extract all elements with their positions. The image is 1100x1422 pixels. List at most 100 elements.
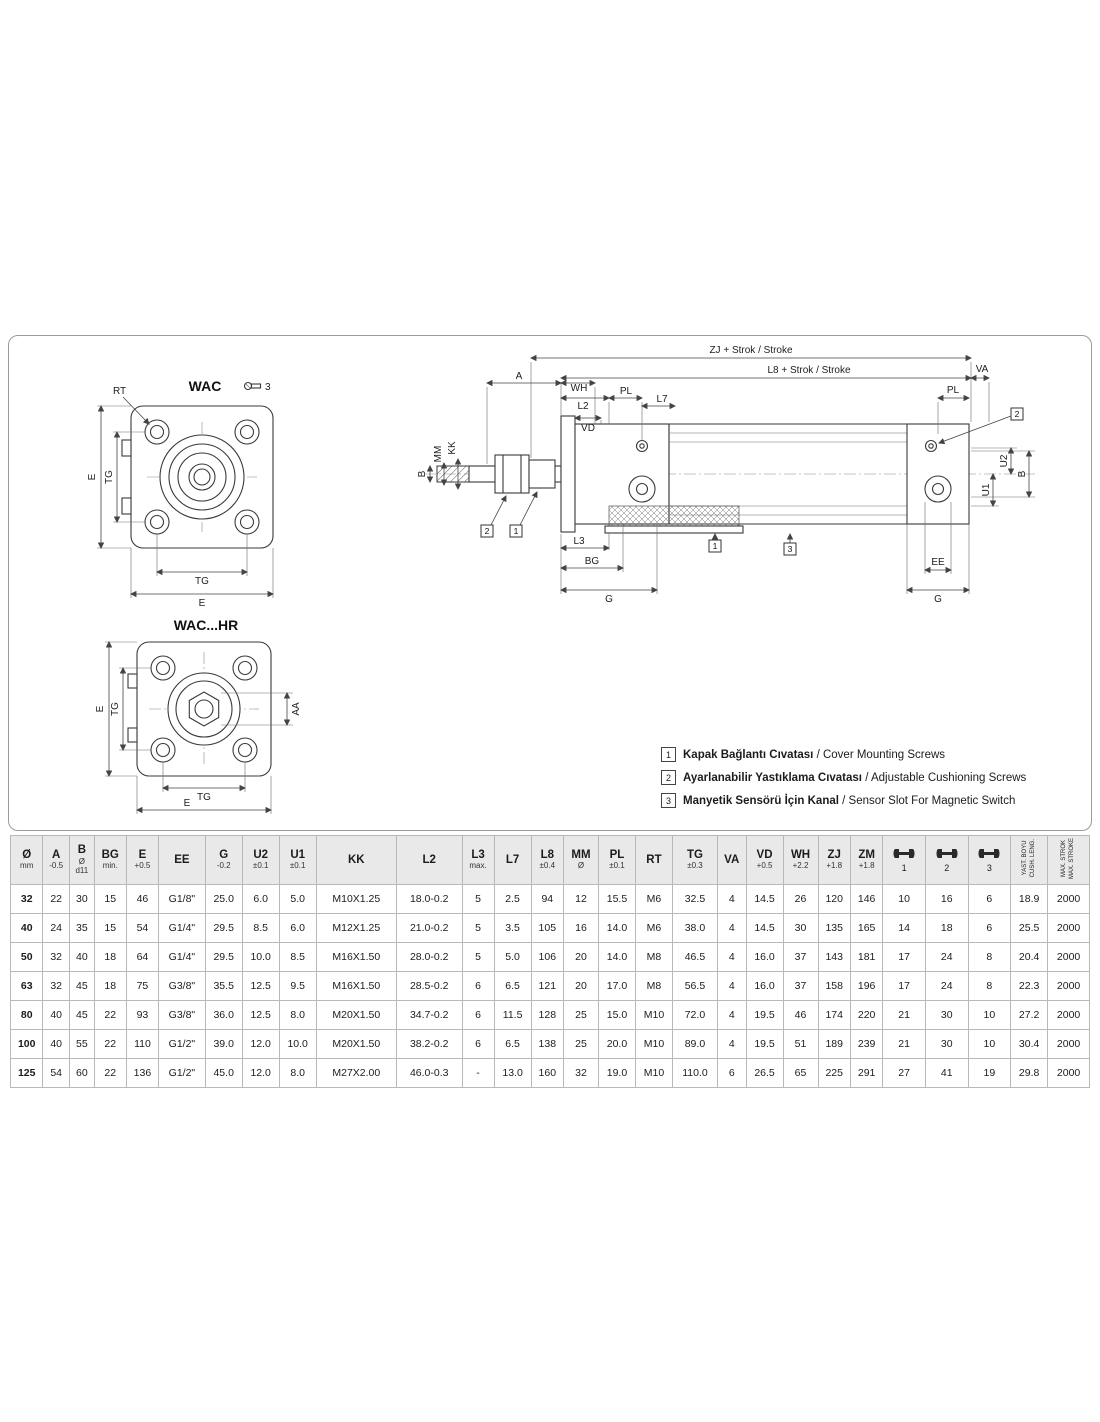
column-header-zj: ZJ+1.8 [817, 834, 851, 886]
table-cell: 27.2 [1010, 1000, 1049, 1031]
table-cell: 143 [817, 942, 851, 973]
mounting-bolts [144, 419, 260, 535]
table-cell: 10.0 [278, 1029, 317, 1060]
table-cell: 110.0 [671, 1058, 718, 1089]
marker-1-rod: 1 [509, 491, 538, 538]
table-cell: 46.0-0.3 [395, 1058, 463, 1089]
table-cell: 5 [461, 884, 495, 915]
legend-label: Kapak Bağlantı Cıvatası / Cover Mounting… [683, 748, 946, 761]
column-header-e: E+0.5 [125, 834, 160, 886]
table-cell: 75 [125, 971, 160, 1002]
table-cell: 25.5 [1010, 913, 1049, 944]
u1-label: U1 [981, 483, 992, 496]
table-cell: 50 [9, 942, 44, 973]
table-cell: 16 [563, 913, 599, 944]
column-header-l2: L2 [395, 834, 463, 886]
table-cell: 24 [42, 913, 70, 944]
rt-label: RT [113, 386, 126, 397]
table-cell: 56.5 [671, 971, 718, 1002]
wrench-icon [978, 848, 1000, 858]
table-cell: 19.0 [597, 1058, 636, 1089]
column-header-kk: KK [315, 834, 397, 886]
column-header-a: A-0.5 [42, 834, 70, 886]
table-cell: 22 [93, 1000, 127, 1031]
l3-label: L3 [573, 536, 585, 547]
tg-dim-label: TG [195, 576, 209, 587]
table-cell: 14.5 [745, 913, 784, 944]
table-cell: G1/2" [158, 1058, 206, 1089]
g-label: G [605, 594, 613, 605]
front-cushion-screw [635, 439, 649, 453]
table-cell: 6.5 [493, 971, 532, 1002]
table-cell: 8.0 [278, 1000, 317, 1031]
rear-port [924, 475, 952, 503]
table-cell: G1/2" [158, 1029, 206, 1060]
marker-number: 1 [514, 526, 519, 536]
table-cell: 35.5 [204, 971, 243, 1002]
table-cell: 8.0 [278, 1058, 317, 1089]
table-cell: 12.5 [241, 1000, 280, 1031]
table-cell: 11.5 [493, 1000, 532, 1031]
center-boss-hr [167, 672, 241, 746]
e-dim-label: E [95, 705, 106, 712]
table-cell: 106 [530, 942, 565, 973]
table-cell: 9.5 [278, 971, 317, 1002]
table-cell: 20.0 [597, 1029, 636, 1060]
kk-label: KK [447, 441, 458, 455]
table-cell: 45 [68, 971, 95, 1002]
column-header-tg: TG±0.3 [671, 834, 718, 886]
table-cell: 6 [967, 884, 1012, 915]
table-cell: 25 [563, 1000, 599, 1031]
b-label: B [417, 470, 428, 477]
table-cell: 10 [967, 1000, 1012, 1031]
table-cell: 135 [817, 913, 851, 944]
rod-thread [436, 465, 470, 483]
table-cell: 39.0 [204, 1029, 243, 1060]
legend-number-box: 2 [661, 770, 676, 785]
table-cell: 27 [882, 1058, 926, 1089]
table-cell: 291 [849, 1058, 884, 1089]
table-cell: 6.0 [278, 913, 317, 944]
column-header-g: G-0.2 [204, 834, 243, 886]
screw-icon [243, 381, 262, 391]
column-header-pl: PL±0.1 [597, 834, 636, 886]
table-cell: 41 [924, 1058, 969, 1089]
table-cell: 4 [716, 1029, 747, 1060]
table-cell: 5.0 [278, 884, 317, 915]
table-cell: 17 [882, 971, 926, 1002]
table-cell: 38.2-0.2 [395, 1029, 463, 1060]
column-header-ee: EE [158, 834, 206, 886]
zj-stroke-label: ZJ + Strok / Stroke [709, 345, 793, 356]
aa-dim-label: AA [291, 702, 302, 716]
marker-1-body: 1 [708, 533, 722, 553]
column-header-vertical: MAX. STROK MAX. STROKE [1047, 834, 1090, 886]
table-cell: 18.9 [1010, 884, 1049, 915]
b-label: B [1017, 470, 1028, 477]
rod-hex [188, 691, 220, 727]
table-cell: 165 [849, 913, 884, 944]
table-cell: 24 [924, 971, 969, 1002]
table-cell: G1/4" [158, 942, 206, 973]
bg-label: BG [585, 556, 600, 567]
table-cell: 32.5 [671, 884, 718, 915]
e-dim-label: E [184, 798, 191, 809]
table-cell: 32 [42, 971, 70, 1002]
table-cell: 30 [782, 913, 819, 944]
e-dim-label: E [87, 473, 98, 480]
table-cell: 55 [68, 1029, 95, 1060]
table-cell: 22 [93, 1029, 127, 1060]
column-header-wrench-1: 1 [882, 834, 926, 886]
marker-number: 2 [1015, 409, 1020, 419]
table-cell: 21 [882, 1000, 926, 1031]
table-cell: 15.0 [597, 1000, 636, 1031]
legend-item: 2 Ayarlanabilir Yastıklama Cıvatası / Ad… [661, 770, 1081, 785]
table-cell: 29.8 [1010, 1058, 1049, 1089]
table-cell: 32 [9, 884, 44, 915]
table-cell: 8 [967, 971, 1012, 1002]
